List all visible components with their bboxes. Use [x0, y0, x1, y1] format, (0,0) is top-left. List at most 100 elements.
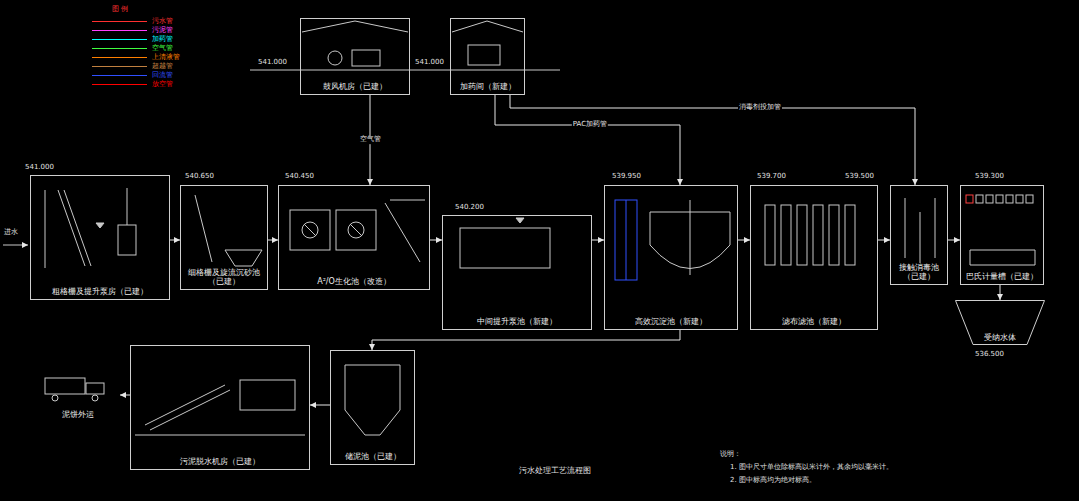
haul-area: 泥饼外运: [35, 372, 120, 422]
legend-swatch: [92, 75, 147, 76]
process-unit: 加药间（新建）: [450, 18, 525, 95]
water-level: [516, 218, 524, 223]
elevation-label: 540.450: [285, 172, 314, 180]
note-text: 说明：: [720, 450, 741, 458]
pipe-connector: [310, 405, 330, 406]
legend-row: 上清液管: [92, 53, 180, 62]
roof-line: [302, 21, 408, 32]
filter-disc: [845, 205, 855, 265]
unit-name: 滤布滤池（新建）: [781, 317, 847, 326]
elevation-label: 539.950: [612, 172, 641, 180]
legend-text: 污泥管: [152, 26, 173, 35]
legend-swatch: [92, 21, 147, 22]
flume: [970, 250, 1035, 265]
fine-screen: [195, 195, 212, 262]
pipe-connector: [948, 240, 960, 241]
truck-body: [45, 378, 85, 394]
legend-row: 污泥管: [92, 26, 180, 35]
note-text: 1. 图中尺寸单位除标高以米计外，其余均以毫米计。: [730, 463, 893, 471]
unit-name: 加药间（新建）: [459, 82, 517, 91]
unit-name: 泥饼外运: [61, 410, 95, 419]
unit-name: 污泥脱水机房（已建）: [179, 457, 261, 466]
legend-row: 超越管: [92, 62, 180, 71]
baffle: [905, 198, 906, 258]
legend-heading: 图 例: [112, 5, 128, 13]
legend-swatch: [92, 84, 147, 85]
unit-name: 接触消毒池（已建）: [892, 263, 946, 281]
truck-wheel: [52, 395, 58, 401]
legend-text: 加药管: [152, 35, 173, 44]
grating: [1026, 195, 1033, 203]
unit-name: 储泥池（已建）: [344, 452, 402, 461]
grating: [1006, 195, 1013, 203]
process-unit: A²/O生化池（改造）: [278, 185, 430, 290]
filter-disc: [797, 205, 807, 265]
grating: [966, 195, 973, 203]
grating: [976, 195, 983, 203]
legend-row: 回流管: [92, 71, 180, 80]
baffle: [935, 198, 936, 258]
elevation-label: 539.300: [975, 172, 1004, 180]
unit-name: 细格栅及旋流沉砂池（已建）: [182, 268, 266, 286]
process-unit: 污泥脱水机房（已建）: [130, 345, 310, 470]
unit-name: 中间提升泵池（新建）: [476, 317, 558, 326]
process-unit: 中间提升泵池（新建）: [442, 215, 592, 330]
blower-symbol: [352, 50, 380, 66]
elevation-label: 539.700: [757, 172, 786, 180]
pipe-connector: [430, 240, 442, 241]
mixer-symbol: [304, 224, 316, 236]
mixing-chamber: [615, 200, 637, 280]
legend-text: 放空管: [152, 80, 173, 89]
inlet-pipe: [3, 245, 28, 246]
pipe-connector: [592, 240, 604, 241]
legend-row: 加药管: [92, 35, 180, 44]
mixer-symbol: [350, 224, 362, 236]
legend-swatch: [92, 57, 147, 58]
pipe-connector: [510, 95, 915, 185]
pump-well: [460, 228, 550, 268]
mixer-symbol: [348, 222, 364, 238]
legend-swatch: [92, 30, 147, 31]
pipe-label: 消毒剂投加管: [738, 104, 782, 112]
pipe-connector: [738, 240, 750, 241]
floor-line: [135, 435, 305, 436]
pipe-connector: [1000, 285, 1001, 300]
ground-line: [250, 70, 560, 71]
pipe-connector: [268, 240, 278, 241]
unit-name: 受纳水体: [983, 333, 1017, 342]
dosing-tank: [468, 45, 500, 65]
pipe-connector: [878, 240, 890, 241]
pipe-label: PAC加药管: [572, 121, 608, 129]
note-text: 2. 图中标高均为绝对标高。: [730, 476, 816, 484]
elevation-label: 541.000: [25, 163, 54, 171]
sludge-hopper: [345, 365, 400, 435]
pipe-connector: [120, 395, 130, 396]
elevation-label: 进水: [4, 228, 18, 236]
unit-name: 鼓风机房（已建）: [322, 82, 388, 91]
process-unit: 储泥池（已建）: [330, 350, 415, 465]
pipe-label: 空气管: [359, 136, 382, 144]
grating: [986, 195, 993, 203]
river-outline: 受纳水体: [955, 300, 1045, 345]
process-unit: 高效沉淀池（新建）: [604, 185, 738, 330]
conveyor: [150, 390, 230, 430]
filter-disc: [829, 205, 839, 265]
elevation-label: 540.650: [185, 172, 214, 180]
unit-name: 高效沉淀池（新建）: [634, 317, 708, 326]
blower-symbol: [328, 51, 342, 65]
process-unit: 鼓风机房（已建）: [300, 18, 410, 95]
well-wall: [45, 190, 46, 268]
legend-text: 超越管: [152, 62, 173, 71]
elevation-label: 541.000: [258, 58, 287, 66]
filter-press: [240, 380, 295, 410]
unit-name: A²/O生化池（改造）: [316, 277, 392, 286]
elevation-label: 536.500: [975, 350, 1004, 358]
elevation-label: 540.200: [455, 203, 484, 211]
water-level: [96, 223, 104, 228]
grating: [1016, 195, 1023, 203]
legend-row: 污水管: [92, 17, 180, 26]
plant-drawing: [3, 21, 1035, 435]
pipe-connector: [372, 330, 680, 350]
legend-text: 回流管: [152, 71, 173, 80]
bar-screen: [58, 190, 85, 266]
